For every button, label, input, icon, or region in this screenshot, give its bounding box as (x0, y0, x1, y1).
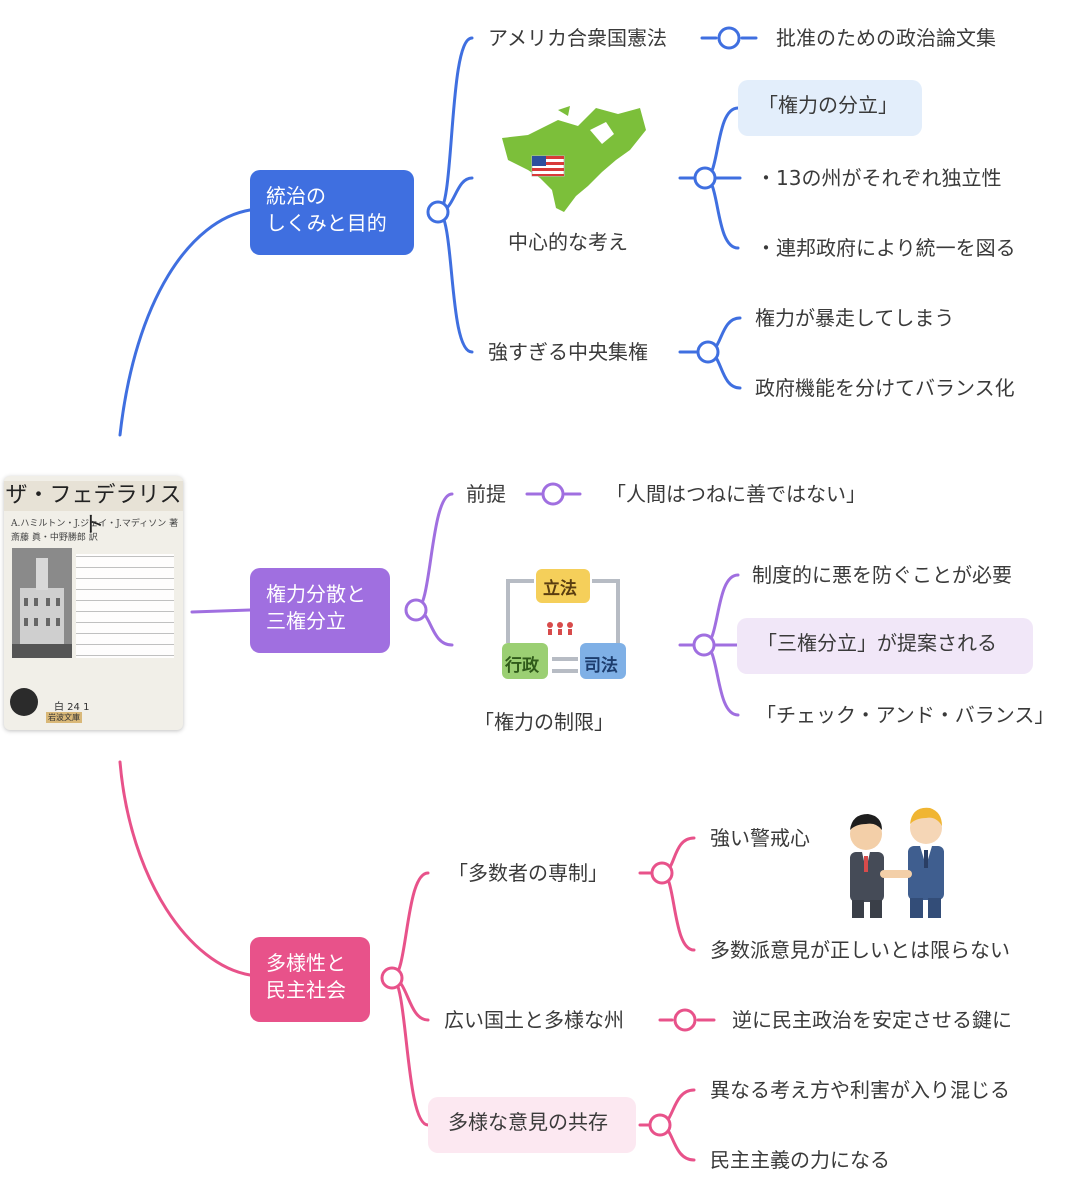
limit-point-prevent[interactable]: 制度的に悪を防ぐことが必要 (752, 563, 1012, 587)
executive-label: 行政 (505, 656, 539, 676)
coexist-point-strength[interactable]: 民主主義の力になる (710, 1148, 890, 1172)
central-point-states[interactable]: ・13の州がそれぞれ独立性 (756, 166, 1002, 190)
central-idea-node[interactable]: 中心的な考え (508, 230, 628, 254)
limit-point-three-powers[interactable]: 「三権分立」が提案される (737, 618, 1033, 674)
north-america-map-icon (498, 100, 648, 215)
tyranny-node[interactable]: 「多数者の専制」 (448, 861, 608, 885)
territory-note[interactable]: 逆に民主政治を安定させる鍵に (732, 1008, 1012, 1032)
book-title: ザ・フェデラリスト (4, 481, 183, 538)
coexist-node[interactable]: 多様な意見の共存 (428, 1097, 636, 1153)
branch-diversity-democracy[interactable]: 多様性と 民主社会 (250, 937, 370, 1022)
book-description (76, 554, 174, 658)
handshake-illustration (838, 800, 954, 920)
premise-node[interactable]: 前提 (466, 482, 506, 506)
publisher-logo-icon (10, 688, 38, 716)
coexist-point-mixed[interactable]: 異なる考え方や利害が入り混じる (710, 1078, 1010, 1102)
premise-note[interactable]: 「人間はつねに善ではない」 (606, 482, 866, 506)
central-power-node[interactable]: 強すぎる中央集権 (488, 340, 648, 364)
limit-point-check-balance[interactable]: 「チェック・アンド・バランス」 (756, 703, 1055, 727)
constitution-node[interactable]: アメリカ合衆国憲法 (488, 26, 667, 50)
book-translators: 斎藤 眞・中野勝郎 訳 (11, 533, 98, 543)
book-cover-root[interactable]: ザ・フェデラリスト A.ハミルトン・J.ジェイ・J.マディソン 著 斎藤 眞・中… (4, 476, 183, 730)
tyranny-point-caution[interactable]: 強い警戒心 (710, 826, 810, 850)
book-series-number: 白 24 1 (54, 702, 90, 713)
central-point-separation[interactable]: 「権力の分立」 (738, 80, 922, 136)
central-point-federal[interactable]: ・連邦政府により統一を図る (756, 236, 1016, 260)
three-branches-diagram: 立法 行政 司法 (498, 555, 628, 685)
territory-node[interactable]: 広い国土と多様な州 (444, 1008, 624, 1032)
central-power-runaway[interactable]: 権力が暴走してしまう (755, 306, 955, 330)
central-power-balance[interactable]: 政府機能を分けてバランス化 (755, 376, 1015, 400)
tyranny-point-majority[interactable]: 多数派意見が正しいとは限らない (710, 938, 1010, 962)
branch-governance[interactable]: 統治の しくみと目的 (250, 170, 414, 255)
book-publisher: 岩波文庫 (46, 712, 82, 723)
building-photo (12, 548, 72, 658)
book-authors: A.ハミルトン・J.ジェイ・J.マディソン 著 (11, 519, 179, 529)
branch-separation-of-powers[interactable]: 権力分散と 三権分立 (250, 568, 390, 653)
legislative-label: 立法 (543, 579, 577, 599)
limit-power-node[interactable]: 「権力の制限」 (474, 710, 614, 734)
constitution-note[interactable]: 批准のための政治論文集 (776, 26, 996, 50)
judicial-label: 司法 (584, 656, 618, 676)
